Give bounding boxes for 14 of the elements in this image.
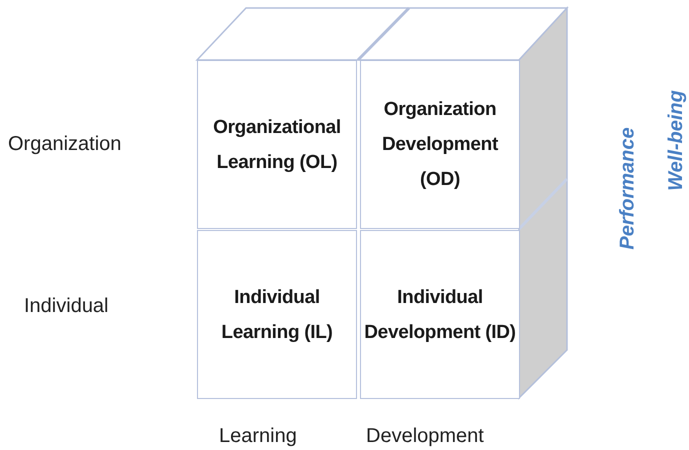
cell-title: Organization Development (OD) [380, 98, 500, 192]
column-label: Learning [219, 425, 297, 448]
row-label: Individual [24, 295, 109, 318]
row-label: Organization [8, 133, 122, 156]
cell-title: Organizational Learning (OL) [212, 116, 342, 174]
cell-title: Individual Learning (IL) [220, 286, 334, 344]
axis-label: Performance [616, 126, 640, 250]
column-label: Development [366, 425, 484, 448]
cube-face [360, 230, 520, 399]
cube-face [197, 230, 357, 399]
cube-face [197, 60, 357, 229]
cell-title: Individual Development (ID) [363, 286, 517, 344]
cube-face [360, 60, 520, 229]
axis-label: Well-being [664, 90, 688, 190]
